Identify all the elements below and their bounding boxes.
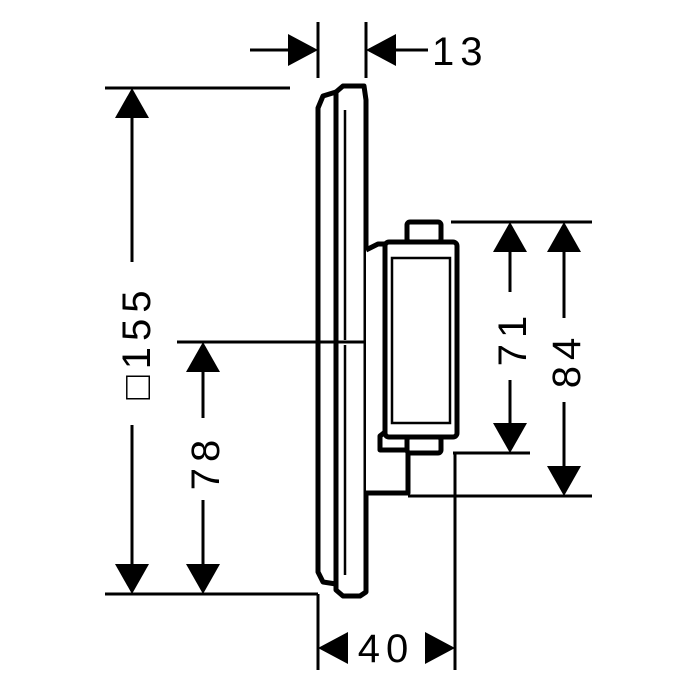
square-size-value: 155 [115, 285, 159, 370]
bottom-pin [404, 434, 444, 456]
dimension-plate-thickness: 13 [250, 22, 489, 78]
square-symbol: □ [115, 369, 159, 399]
dim-label-78: 78 [184, 434, 228, 491]
top-pin [404, 219, 444, 245]
rear-housing [364, 241, 411, 496]
dim-label-40: 40 [358, 627, 415, 671]
product-profile [315, 83, 460, 599]
cartridge-knob [382, 239, 460, 440]
dim-label-84: 84 [545, 332, 589, 389]
dimension-square-size: □155 [105, 86, 318, 596]
dimension-knob-inner: 71 [451, 220, 592, 455]
dimension-total-depth: 40 [316, 453, 457, 671]
cover-plate [315, 89, 339, 587]
dimension-center-height: 78 [177, 340, 336, 594]
dim-label-71: 71 [491, 310, 535, 367]
dim-label-155: □155 [115, 285, 159, 400]
dim-label-13: 13 [432, 30, 489, 74]
dimension-knob-outer: 84 [408, 222, 592, 498]
